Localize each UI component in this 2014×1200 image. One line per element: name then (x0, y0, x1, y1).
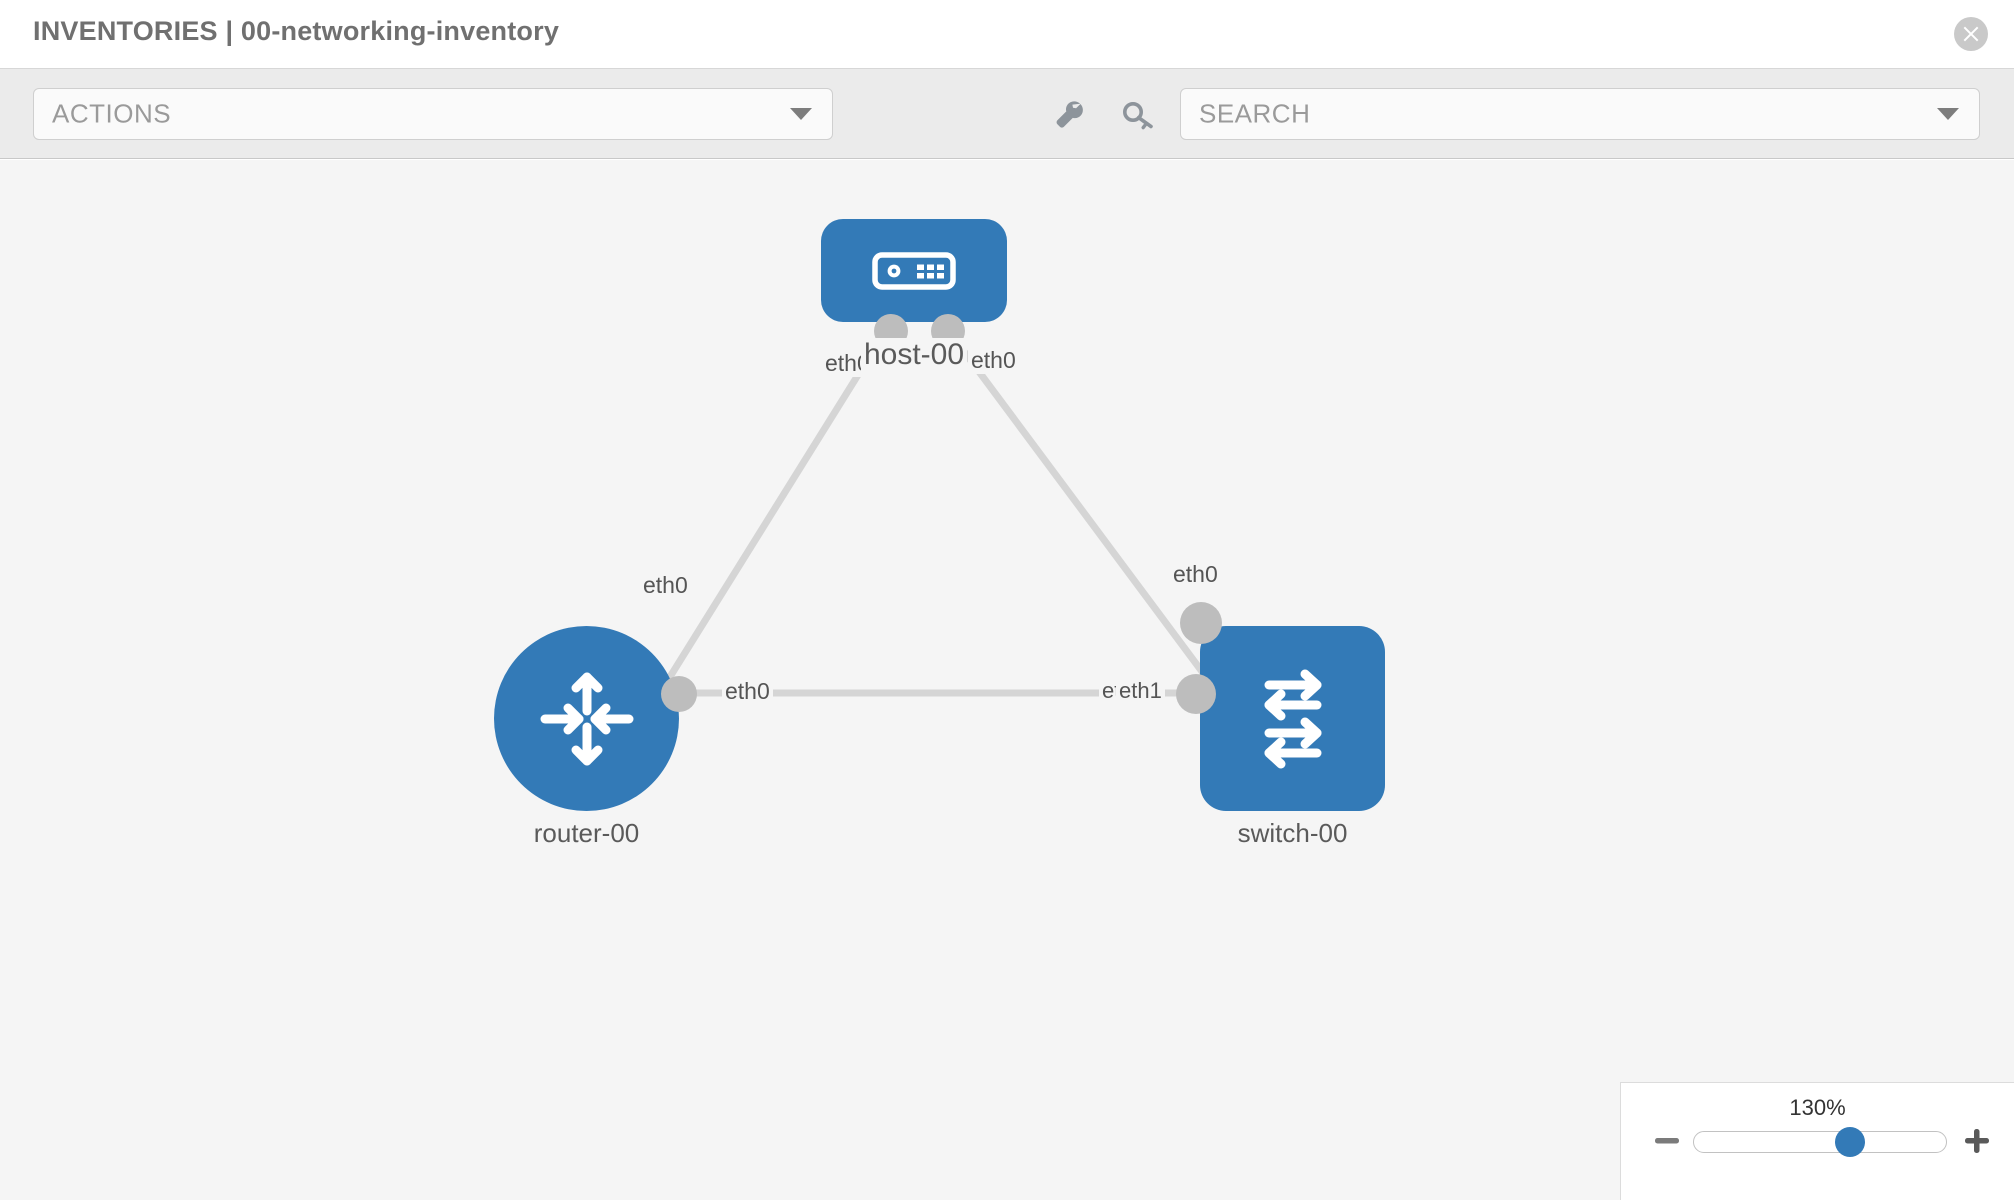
toolbar: ACTIONS SEARCH (0, 69, 2014, 159)
node-label-host-00: host-00 (860, 338, 968, 372)
switch-port-nub-left[interactable] (1176, 674, 1216, 714)
node-host-00[interactable]: host-00 (821, 219, 1007, 372)
node-label-switch-00: switch-00 (1234, 818, 1351, 849)
actions-dropdown[interactable]: ACTIONS (33, 88, 833, 140)
router-port-nub-right[interactable] (661, 676, 697, 712)
switch-port-nub-top[interactable] (1180, 602, 1222, 644)
chevron-down-icon (790, 108, 812, 120)
close-icon[interactable] (1954, 17, 1988, 51)
zoom-slider[interactable] (1693, 1127, 1947, 1157)
wrench-icon[interactable] (1050, 95, 1090, 135)
router-four-arrows-icon (540, 672, 633, 765)
minus-icon[interactable] (1652, 1126, 1682, 1156)
zoom-slider-thumb[interactable] (1835, 1127, 1866, 1157)
switch-arrows-icon (1264, 669, 1321, 768)
edge-label-switch-upper: eth0 (1170, 561, 1221, 588)
page-title: INVENTORIES | 00-networking-inventory (33, 16, 560, 46)
plus-icon[interactable] (1962, 1126, 1992, 1156)
zoom-percent-label: 130% (1789, 1095, 1846, 1120)
edge-label-router-right: eth0 (722, 678, 773, 705)
chevron-down-icon (1937, 108, 1959, 120)
page-header: INVENTORIES | 00-networking-inventory (0, 0, 2014, 69)
edge-label-switch-left-eth1: eth1 (1116, 678, 1165, 704)
search-placeholder: SEARCH (1199, 98, 1311, 129)
node-switch-00[interactable]: switch-00 (1176, 602, 1385, 849)
key-icon[interactable] (1118, 95, 1158, 135)
actions-dropdown-label: ACTIONS (52, 98, 172, 129)
zoom-control: 130% (1620, 1082, 2014, 1200)
node-router-00[interactable]: router-00 (494, 626, 697, 849)
switch-node-shape[interactable] (1200, 626, 1385, 811)
server-appliance-icon (872, 251, 956, 290)
edge-label-router-upper: eth0 (640, 572, 691, 599)
search-input[interactable]: SEARCH (1180, 88, 1980, 140)
node-label-router-00: router-00 (530, 818, 643, 849)
router-node-shape[interactable] (494, 626, 679, 811)
topology-edges (637, 327, 1241, 727)
host-node-shape[interactable] (821, 219, 1007, 322)
edge-label-host-right: eth0 (968, 347, 1019, 374)
topology-canvas[interactable]: host-00 (0, 160, 2014, 1200)
